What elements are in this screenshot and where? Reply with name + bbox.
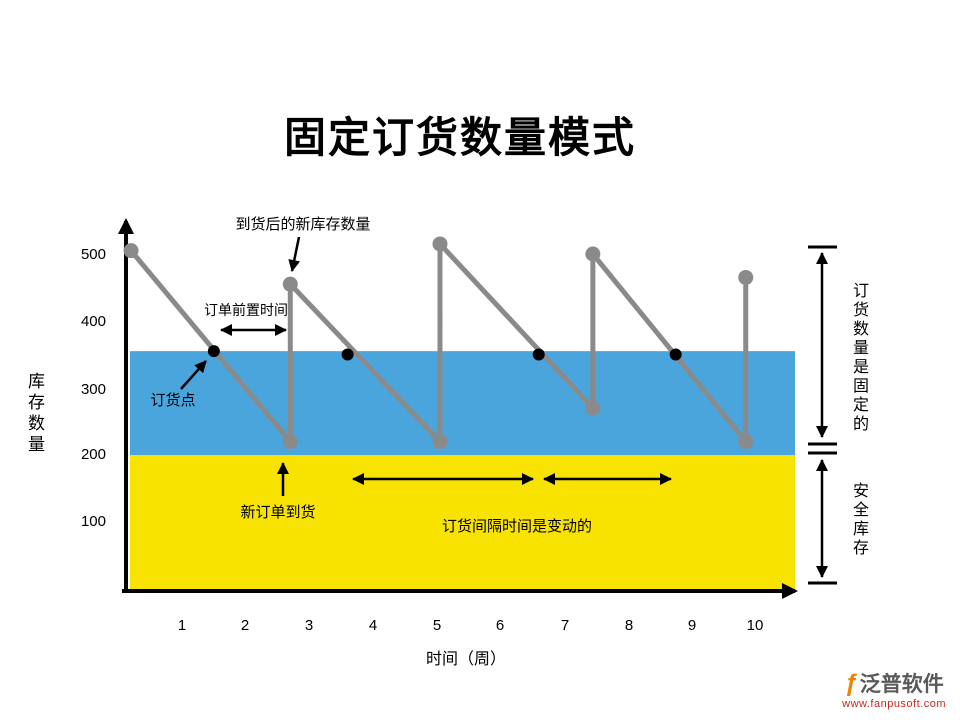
annotation-order-arrival: 新订单到货 [240,504,316,521]
x-axis-label: 时间（周） [425,651,506,668]
annotation-lead-time: 订单前置时间 [204,302,288,318]
annotation-reorder-point: 订货点 [150,392,196,409]
brand-name: 泛普软件 [859,672,944,696]
y-tick-label: 400 [80,313,106,330]
x-tick-label: 7 [560,617,570,634]
annotation-safety-stock: 安全库存 [850,482,867,558]
annotation-variable-interval: 订货间隔时间是变动的 [441,518,592,535]
x-tick-label: 6 [495,617,505,634]
annotation-new-stock: 到货后的新库存数量 [235,216,371,233]
x-tick-label: 4 [368,617,378,634]
x-tick-label: 10 [746,617,764,634]
brand-footer: ƒ泛普软件 www.fanpusoft.com [842,669,946,710]
reorder-point-arrow [180,360,207,390]
arrow-end-caps [808,245,837,585]
x-tick-label: 1 [177,617,187,634]
y-tick-label: 300 [80,381,106,398]
page-title: 固定订货数量模式 [283,114,636,162]
y-axis-label: 库存数量 [25,372,44,456]
y-tick-label: 500 [80,246,106,263]
new-stock-arrow [288,236,301,272]
reorder-point-dots [207,345,682,361]
x-tick-label: 5 [432,617,442,634]
fanpu-logo-icon: ƒ [844,669,858,697]
y-tick-label: 100 [80,513,106,530]
x-tick-label: 3 [304,617,314,634]
annotation-fixed-quantity: 订货数量是固定的 [850,282,867,434]
x-tick-label: 8 [624,617,634,634]
brand-url: www.fanpusoft.com [842,697,946,710]
annotation-arrows [180,236,828,578]
inventory-vertex-dots [123,236,754,450]
x-tick-label: 9 [687,617,697,634]
y-tick-label: 200 [80,446,106,463]
x-tick-label: 2 [240,617,250,634]
